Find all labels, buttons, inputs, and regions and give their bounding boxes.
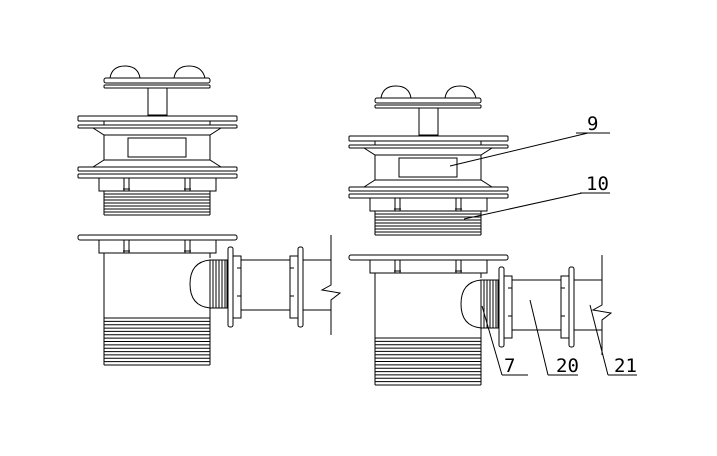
base-flange	[78, 235, 237, 240]
label-9: 9	[587, 113, 598, 135]
leader-line	[530, 300, 548, 375]
lower-flange-2	[78, 174, 237, 178]
callouts: 9 10 7 20 21	[450, 113, 637, 377]
drain-assembly-right	[349, 86, 611, 385]
side-dome	[190, 260, 210, 308]
upper-flange-lower	[78, 125, 237, 128]
callout-21: 21	[590, 305, 637, 377]
lower-flange	[78, 167, 237, 171]
wall-break-line	[593, 255, 611, 355]
nut-2	[561, 276, 569, 338]
leader-line	[464, 193, 582, 219]
upper-flange	[349, 136, 508, 141]
callout-20: 20	[530, 300, 579, 377]
callout-7: 7	[482, 306, 528, 377]
label-20: 20	[556, 355, 579, 377]
upper-flare	[93, 128, 221, 135]
stem	[419, 108, 438, 135]
cap-dome-right	[174, 66, 205, 78]
leader-line	[590, 305, 608, 375]
callout-9: 9	[450, 113, 610, 166]
bolt	[185, 240, 190, 253]
nut	[233, 256, 241, 318]
label-7: 7	[504, 355, 515, 377]
lower-flange-2	[349, 194, 508, 198]
base-flange	[349, 255, 508, 260]
wall-break-line	[322, 235, 340, 335]
upper-flange-lower	[349, 145, 508, 148]
flange-plate	[499, 267, 504, 347]
cap-plate	[104, 78, 210, 83]
label-21: 21	[614, 355, 637, 377]
bolt	[395, 260, 400, 273]
upper-flare	[364, 148, 492, 155]
collar	[370, 198, 487, 211]
body-housing	[104, 135, 210, 160]
bolt	[124, 178, 129, 191]
stem	[148, 88, 167, 115]
flange-plate	[228, 247, 233, 327]
side-dome	[461, 280, 481, 328]
cap-dome-right	[445, 86, 476, 98]
bolt	[124, 240, 129, 253]
leader-line	[482, 306, 502, 375]
drain-assembly-left	[78, 66, 340, 365]
body-housing	[375, 155, 481, 180]
cap-dome-left	[381, 86, 411, 98]
bolt	[185, 178, 190, 191]
lower-flare	[364, 180, 492, 187]
bolt	[456, 260, 461, 273]
base-collar	[99, 240, 216, 253]
cap-plate	[375, 98, 481, 103]
bolt	[456, 198, 461, 211]
upper-flange	[78, 116, 237, 121]
collar	[99, 178, 216, 191]
body-window	[128, 138, 186, 157]
base-collar	[370, 260, 487, 273]
flange-plate-2	[569, 267, 574, 347]
nut	[504, 276, 512, 338]
bolt	[395, 198, 400, 211]
lower-flare	[93, 160, 221, 167]
body-window	[399, 158, 457, 177]
flange-plate-2	[298, 247, 303, 327]
lower-flange	[349, 187, 508, 191]
label-10: 10	[586, 173, 609, 195]
leader-line	[450, 133, 588, 166]
cap-dome-left	[110, 66, 140, 78]
nut-2	[290, 256, 298, 318]
callout-10: 10	[464, 173, 610, 219]
